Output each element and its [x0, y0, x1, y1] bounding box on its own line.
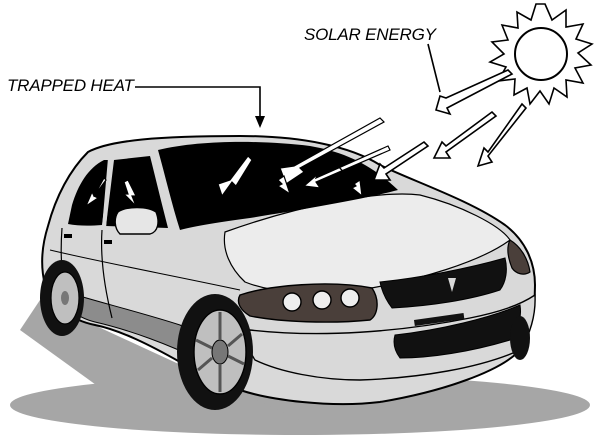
solar-energy-rays	[374, 70, 526, 180]
side-mirror	[115, 208, 158, 235]
sun-icon	[490, 4, 592, 104]
solar-energy-label: SOLAR ENERGY	[304, 26, 436, 43]
label-leader-lines	[135, 44, 440, 128]
trapped-heat-leader	[135, 87, 260, 118]
door-handle-rear	[64, 234, 72, 238]
solar-ray-3	[478, 104, 526, 166]
front-wheel	[177, 294, 253, 410]
door-handle-front	[104, 240, 112, 244]
trapped-heat-arrowhead	[255, 116, 265, 128]
solar-energy-leader	[428, 44, 440, 92]
front-right-tire	[510, 316, 530, 360]
trapped-heat-label: TRAPPED HEAT	[7, 77, 134, 94]
rear-wheel	[40, 260, 84, 336]
headlight-left	[283, 293, 301, 311]
headlight-center	[313, 291, 331, 309]
headlight-right	[341, 289, 359, 307]
solar-ray-1	[436, 70, 512, 114]
